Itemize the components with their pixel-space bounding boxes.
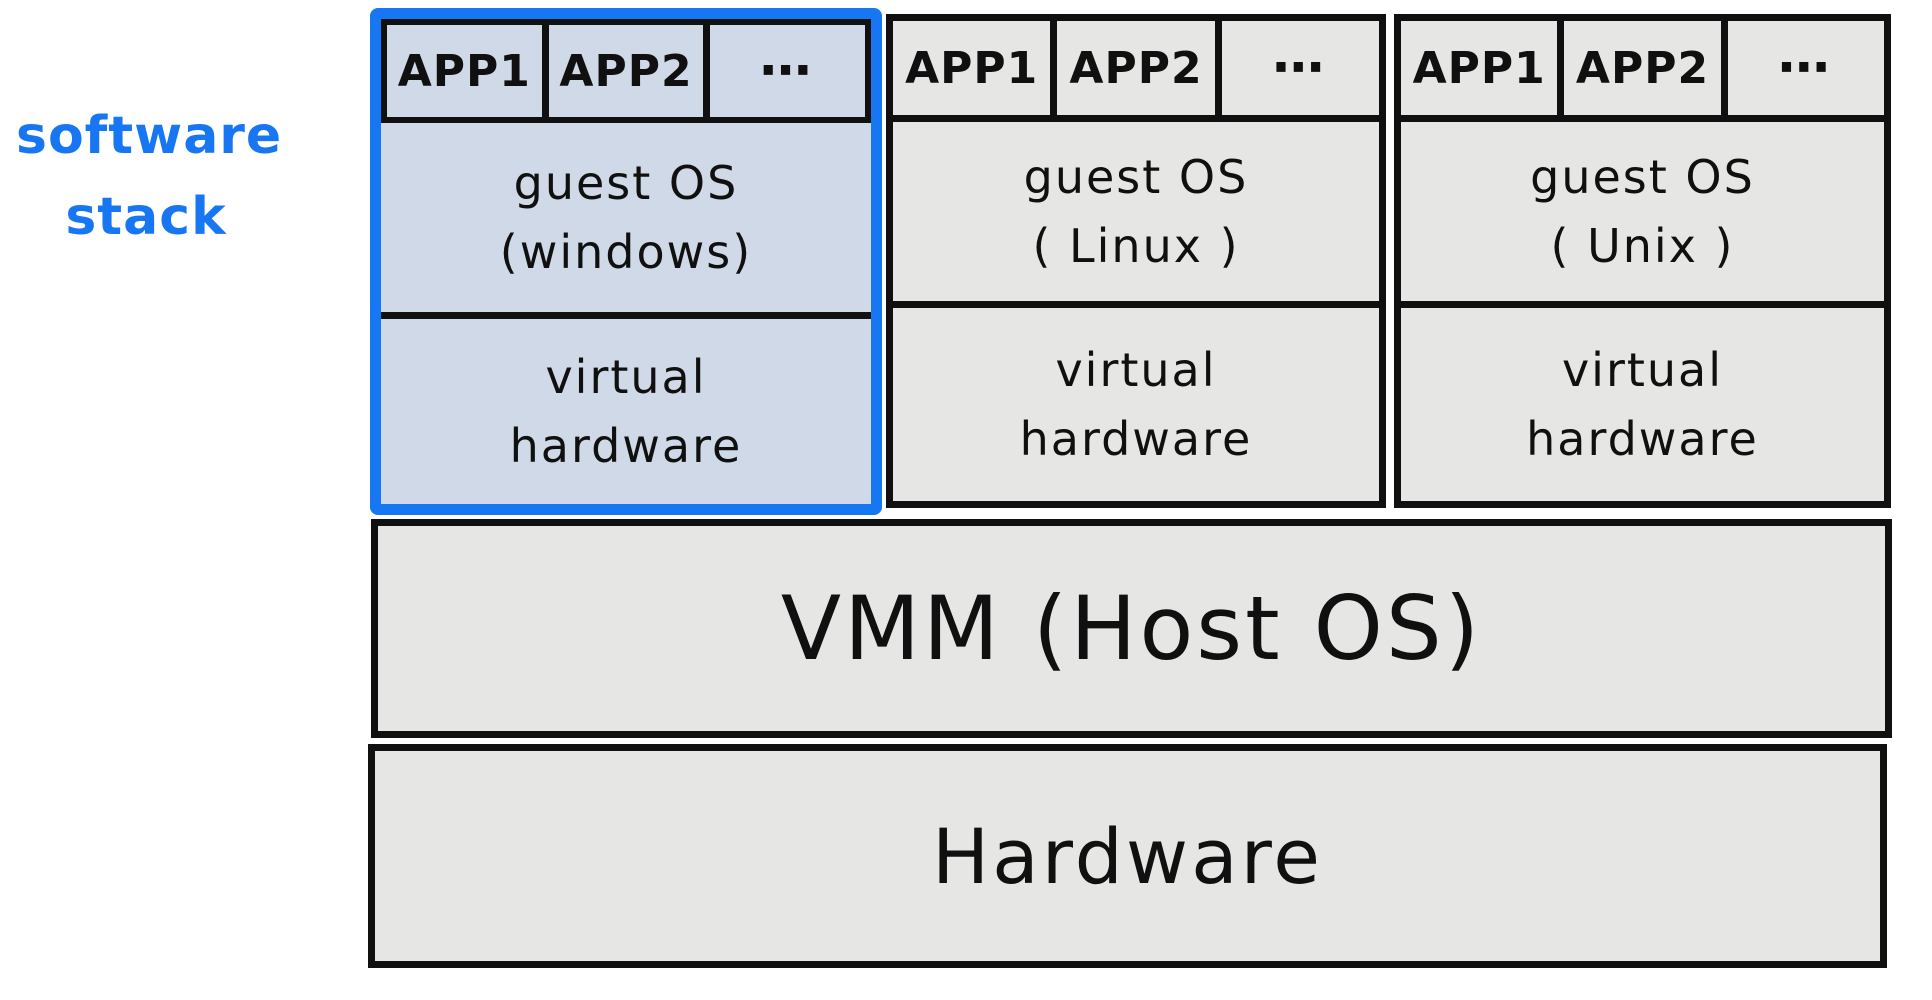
- vm-stack-linux: APP1 APP2 ⋯ guest OS ( Linux ) virtual h…: [886, 14, 1386, 508]
- vm-stack-windows: APP1 APP2 ⋯ guest OS (windows) virtual h…: [370, 8, 882, 515]
- app2-cell: APP2: [1050, 21, 1214, 115]
- app1-cell: APP1: [1412, 42, 1546, 94]
- virtual-hardware-label-line2: hardware: [509, 418, 743, 473]
- guest-os-name: ( Unix ): [1550, 218, 1735, 273]
- more-apps-ellipsis: ⋯: [1720, 21, 1884, 115]
- software-stack-label-line1: software: [16, 106, 283, 166]
- virtual-hardware-label-line1: virtual: [1055, 342, 1217, 397]
- virtual-hardware-box: virtual hardware: [1401, 308, 1884, 501]
- app2-cell: APP2: [541, 25, 704, 117]
- app1-cell: APP1: [397, 45, 531, 97]
- vmm-host-os-box: VMM (Host OS): [371, 519, 1892, 738]
- guest-os-name: (windows): [499, 224, 753, 279]
- vm-stack-unix: APP1 APP2 ⋯ guest OS ( Unix ) virtual ha…: [1394, 14, 1891, 508]
- software-stack-label: software stack: [16, 96, 283, 257]
- vmm-host-os-label: VMM (Host OS): [780, 577, 1483, 680]
- virtual-hardware-label-line2: hardware: [1526, 411, 1759, 466]
- virtual-hardware-label-line2: hardware: [1019, 411, 1253, 466]
- hardware-label: Hardware: [932, 811, 1323, 901]
- guest-os-box: guest OS ( Unix ): [1401, 122, 1884, 308]
- hardware-box: Hardware: [368, 744, 1887, 968]
- app2-cell: APP2: [1557, 21, 1720, 115]
- virtual-hardware-label-line1: virtual: [1561, 342, 1724, 397]
- apps-row: APP1 APP2 ⋯: [381, 19, 871, 123]
- app1-cell: APP1: [905, 42, 1039, 94]
- apps-row: APP1 APP2 ⋯: [1401, 21, 1884, 122]
- more-apps-ellipsis: ⋯: [703, 25, 865, 117]
- guest-os-label: guest OS: [1530, 149, 1755, 204]
- more-apps-ellipsis: ⋯: [1214, 21, 1379, 115]
- virtual-hardware-label-line1: virtual: [545, 349, 707, 404]
- virtual-hardware-box: virtual hardware: [893, 308, 1379, 501]
- guest-os-box: guest OS (windows): [381, 123, 871, 319]
- software-stack-label-line2: stack: [65, 186, 227, 247]
- guest-os-label: guest OS: [1023, 149, 1249, 204]
- virtual-hardware-box: virtual hardware: [381, 319, 871, 504]
- guest-os-name: ( Linux ): [1032, 218, 1240, 273]
- guest-os-box: guest OS ( Linux ): [893, 122, 1379, 308]
- guest-os-label: guest OS: [513, 155, 739, 210]
- apps-row: APP1 APP2 ⋯: [893, 21, 1379, 122]
